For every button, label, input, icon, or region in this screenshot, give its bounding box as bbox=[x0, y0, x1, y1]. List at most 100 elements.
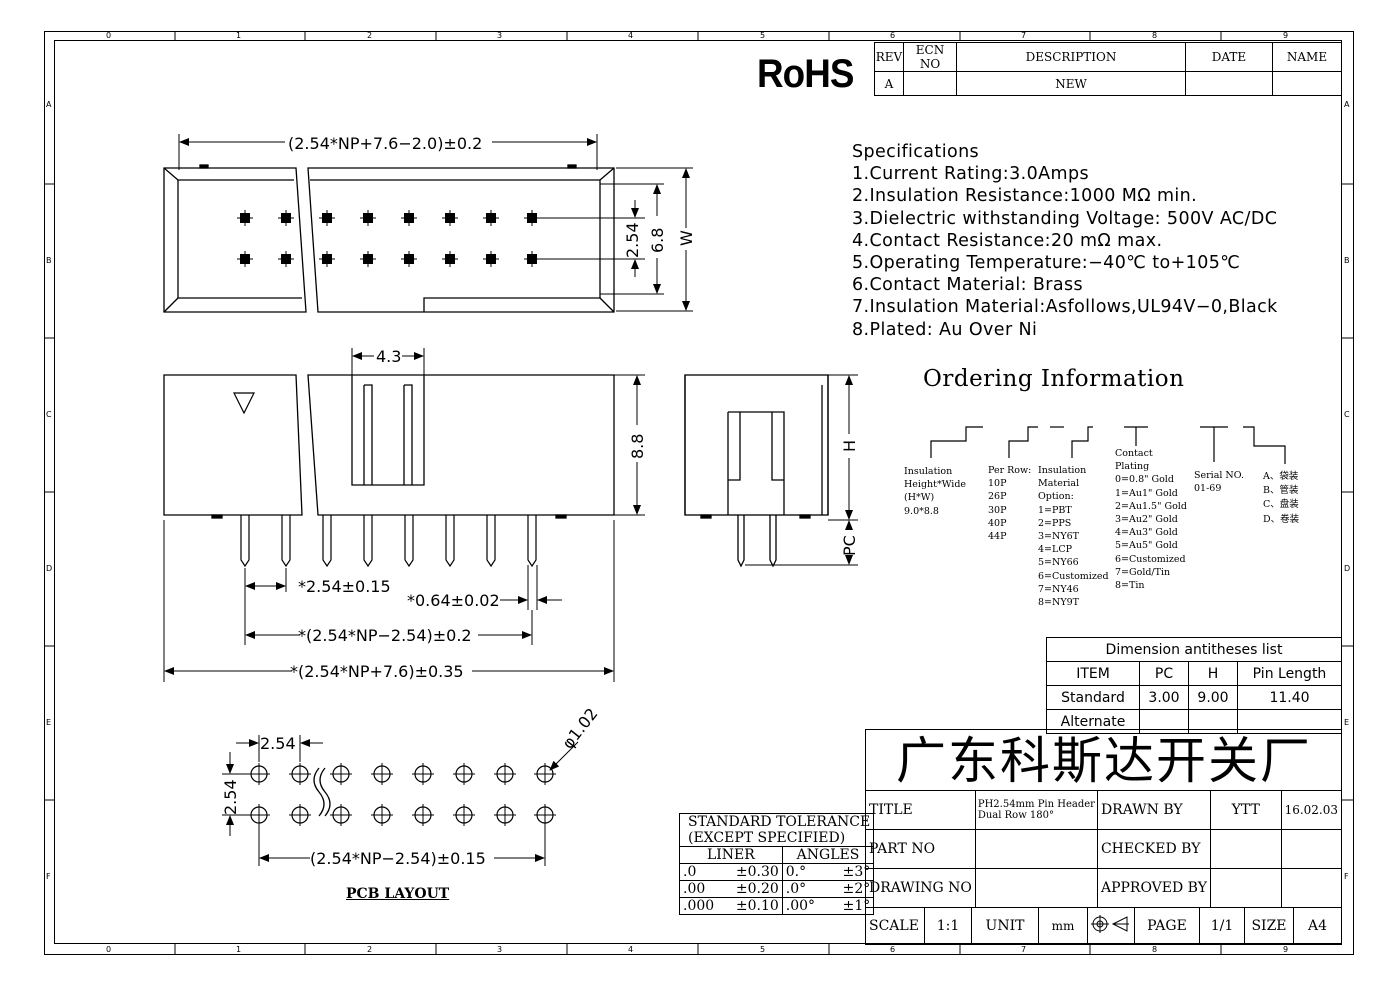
ordering-text: B、管装 bbox=[1263, 485, 1299, 497]
unit-label: UNIT bbox=[971, 907, 1039, 945]
row-label: E bbox=[1344, 718, 1350, 727]
dim-h: H bbox=[840, 440, 859, 452]
ordering-title: Ordering Information bbox=[923, 366, 1185, 392]
dim-pcb-pitch-x: 2.54 bbox=[260, 734, 296, 753]
row-label: C bbox=[1344, 410, 1350, 419]
front-pin bbox=[281, 515, 291, 568]
approved-by-label: APPROVED BY bbox=[1096, 868, 1211, 908]
dim-pcb-span: (2.54*NP−2.54)±0.15 bbox=[310, 849, 486, 868]
col-label: 3 bbox=[497, 945, 503, 954]
checked-by-date bbox=[1280, 829, 1343, 869]
ordering-text: C、盘装 bbox=[1263, 499, 1299, 511]
tolerance-angles-header: ANGLES bbox=[781, 846, 875, 864]
ordering-text: 40P bbox=[988, 517, 1007, 529]
front-pin bbox=[363, 515, 373, 568]
front-pin bbox=[322, 515, 332, 568]
tolerance-title: STANDARD TOLERANCE bbox=[678, 813, 875, 830]
ordering-text: 7=Gold/Tin bbox=[1115, 566, 1171, 578]
company-name: 广东科斯达开关厂 bbox=[896, 732, 1312, 790]
col-label: 7 bbox=[1021, 945, 1027, 954]
approved-by-value bbox=[1209, 868, 1282, 908]
ordering-text: 3=NY6T bbox=[1038, 531, 1079, 543]
ordering-text: Option: bbox=[1038, 491, 1074, 503]
title-value: PH2.54mm Pin Header Dual Row 180° bbox=[974, 790, 1098, 830]
dimension-table-title: Dimension antitheses list bbox=[1046, 637, 1342, 662]
spec-item: 2.Insulation Resistance:1000 MΩ min. bbox=[852, 186, 1198, 207]
front-pins bbox=[240, 515, 537, 568]
front-pin bbox=[240, 515, 250, 568]
company-box bbox=[865, 729, 1342, 790]
ordering-packing: A、袋装 B、管装 C、盘装 D、卷装 bbox=[1263, 470, 1299, 527]
pcb-dimensions bbox=[222, 735, 579, 866]
ordering-text: 5=NY66 bbox=[1038, 557, 1079, 569]
ordering-text: 30P bbox=[988, 504, 1007, 516]
ordering-text: 4=Au3" Gold bbox=[1115, 527, 1178, 539]
rohs-mark: RoHS bbox=[757, 52, 854, 96]
col-label: 1 bbox=[236, 31, 242, 40]
row-label: B bbox=[46, 256, 52, 265]
dimension-header: PC bbox=[1139, 661, 1189, 686]
col-label: 7 bbox=[1021, 31, 1027, 40]
drawing-inner-frame bbox=[54, 40, 1342, 944]
ordering-text: 8=Tin bbox=[1115, 580, 1145, 592]
ordering-text: 1=Au1" Gold bbox=[1115, 487, 1178, 499]
ordering-text: 5=Au5" Gold bbox=[1115, 540, 1178, 552]
row-label: A bbox=[1344, 100, 1350, 109]
drawing-outer-frame bbox=[44, 31, 1354, 955]
scale-row: SCALE 1:1 UNIT mm PAGE 1/1 SIZE A4 bbox=[865, 907, 1342, 945]
rev-header-description: DESCRIPTION bbox=[956, 42, 1186, 72]
tolerance-cell: .00° bbox=[781, 897, 829, 915]
row-label: E bbox=[46, 718, 52, 727]
part-no-value bbox=[974, 829, 1098, 869]
tolerance-cell: .00 bbox=[679, 880, 718, 898]
tolerance-cell: .0 bbox=[679, 863, 718, 881]
tolerance-liner-header: LINER bbox=[679, 846, 783, 864]
row-label: A bbox=[46, 100, 52, 109]
drawn-by-label: DRAWN BY bbox=[1096, 790, 1211, 830]
ordering-material: Insulation Material Option: 1=PBT 2=PPS … bbox=[1038, 464, 1109, 609]
col-label: 5 bbox=[760, 945, 766, 954]
scale-label: SCALE bbox=[865, 907, 925, 945]
dim-w: W bbox=[677, 230, 696, 246]
dim-8-8: 8.8 bbox=[628, 434, 647, 459]
tolerance-cell: ±3° bbox=[828, 863, 875, 881]
col-label: 8 bbox=[1152, 945, 1158, 954]
size-value: A4 bbox=[1293, 907, 1342, 945]
row-label: D bbox=[46, 564, 53, 573]
dim-overall: *(2.54*NP+7.6)±0.35 bbox=[290, 662, 464, 681]
front-pin bbox=[486, 515, 496, 568]
ordering-text: Plating bbox=[1115, 461, 1150, 473]
title-label: TITLE bbox=[865, 790, 976, 830]
checked-by-label: CHECKED BY bbox=[1096, 829, 1211, 869]
front-pin bbox=[404, 515, 414, 568]
col-label: 3 bbox=[497, 31, 503, 40]
specifications-heading: Specifications bbox=[852, 142, 980, 162]
tolerance-cell: ±1° bbox=[828, 897, 875, 915]
frame-ticks bbox=[44, 31, 1354, 955]
rev-header-ecn: ECN NO bbox=[903, 42, 957, 72]
revision-table: REV ECN NO DESCRIPTION DATE NAME A NEW bbox=[874, 42, 1342, 96]
ordering-text: 9.0*8.8 bbox=[904, 505, 939, 517]
ordering-text: 26P bbox=[988, 491, 1007, 503]
tolerance-cell: ±2° bbox=[828, 880, 875, 898]
drawing-no-label: DRAWING NO bbox=[865, 868, 976, 908]
col-label: 6 bbox=[890, 31, 896, 40]
title-value-line-2: Dual Row 180° bbox=[977, 810, 1055, 821]
row-label: B bbox=[1344, 256, 1350, 265]
row-label: F bbox=[46, 872, 51, 881]
drawing-no-value bbox=[974, 868, 1098, 908]
top-pins bbox=[237, 210, 540, 267]
ordering-text: 6=Customized bbox=[1038, 570, 1109, 582]
tolerance-subtitle: (EXCEPT SPECIFIED) bbox=[678, 830, 875, 847]
title-block: TITLE PH2.54mm Pin Header Dual Row 180° … bbox=[865, 790, 1343, 908]
rev-header-rev: REV bbox=[874, 42, 904, 72]
unit-value: mm bbox=[1038, 907, 1088, 945]
dimension-header: ITEM bbox=[1046, 661, 1140, 686]
dimension-cell: 9.00 bbox=[1188, 685, 1238, 710]
spec-item: 5.Operating Temperature:−40℃ to+105℃ bbox=[852, 253, 1241, 274]
pcb-layout-label: PCB LAYOUT bbox=[346, 886, 450, 902]
ordering-text: 44P bbox=[988, 531, 1007, 543]
spec-item: 7.Insulation Material:Asfollows,UL94V−0,… bbox=[852, 297, 1278, 318]
